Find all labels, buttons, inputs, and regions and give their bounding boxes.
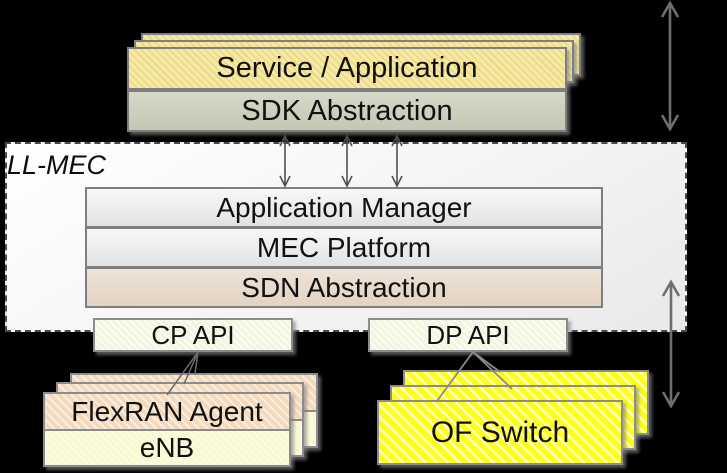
application-manager-label: Application Manager <box>216 191 472 223</box>
sdn-abstraction-label: SDN Abstraction <box>241 271 447 303</box>
mec-platform-box: MEC Platform <box>85 227 603 268</box>
north-flow-arrow <box>660 0 680 132</box>
flexran-agent-label: FlexRAN Agent <box>71 395 263 427</box>
cp-api-label: CP API <box>151 320 235 350</box>
stack-card-flexran-front: FlexRAN Agent eNB <box>43 392 291 467</box>
dp-api-box: DP API <box>368 318 568 352</box>
service-application-box: Service / Application <box>127 47 567 90</box>
sdn-abstraction-box: SDN Abstraction <box>85 267 603 308</box>
sdk-abstraction-label: SDK Abstraction <box>241 94 453 127</box>
sdk-abstraction-box: SDK Abstraction <box>127 90 567 132</box>
cp-api-box: CP API <box>93 318 293 352</box>
enb-label: eNB <box>139 432 195 463</box>
of-switch-label: OF Switch <box>430 415 570 449</box>
application-manager-box: Application Manager <box>85 187 603 228</box>
mec-platform-label: MEC Platform <box>256 231 432 263</box>
service-application-label: Service / Application <box>216 52 478 84</box>
of-switch-box: OF Switch <box>377 400 623 465</box>
llmec-label: LL-MEC <box>7 150 107 180</box>
flexran-agent-box: FlexRAN Agent <box>43 392 291 431</box>
enb-box: eNB <box>43 429 291 467</box>
dp-api-label: DP API <box>426 320 510 350</box>
